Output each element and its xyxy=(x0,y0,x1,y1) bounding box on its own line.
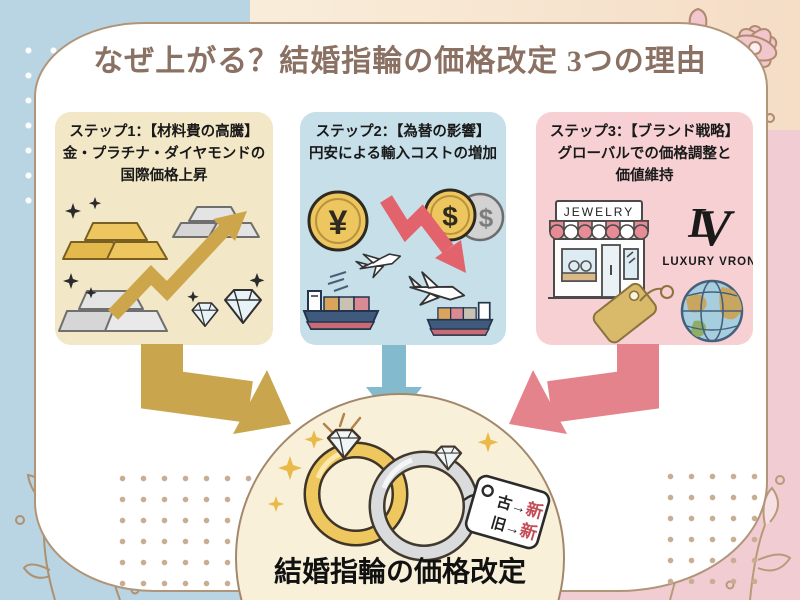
cargo-ship-icon-left xyxy=(302,290,380,330)
step1-heading: ステップ1：【材料費の高騰】 金・プラチナ・ダイヤモンドの 国際価格上昇 xyxy=(62,124,266,184)
luxury-brand-logo: V L LUXURY VROND xyxy=(662,200,753,268)
step2-currency-illustration: ¥ $ $ xyxy=(302,188,505,336)
flow-arrow-step1 xyxy=(141,344,291,434)
price-tag-icon xyxy=(592,282,674,344)
step3-box: ステップ3：【ブランド戦略】 グローバルでの価格調整と 価値維持 JEWELRY xyxy=(536,112,753,345)
sparkle-icons xyxy=(63,197,265,303)
tag-old-label-2: 旧 xyxy=(489,514,508,534)
tag-arrow-1: → xyxy=(509,497,528,517)
shop-sign-text: JEWELRY xyxy=(564,205,634,219)
jewelry-shop-icon: JEWELRY xyxy=(548,200,650,299)
ring-sparkle-icons xyxy=(268,430,499,512)
rising-price-arrow-icon xyxy=(107,211,247,320)
dot-pattern-bottom-right xyxy=(660,466,764,584)
yen-symbol: ¥ xyxy=(329,204,348,242)
gold-bars-icon xyxy=(62,222,168,260)
yen-coin-icon: ¥ xyxy=(307,190,369,252)
conclusion-text: 結婚指輪の価格改定 xyxy=(273,556,526,587)
step3-heading: ステップ3：【ブランド戦略】 グローバルでの価格調整と 価値維持 xyxy=(549,124,740,184)
step2-heading: ステップ2：【為替の影響】 円安による輸入コストの増加 xyxy=(308,124,498,162)
step1-box: ステップ1：【材料費の高騰】 金・プラチナ・ダイヤモンドの 国際価格上昇 xyxy=(55,112,273,345)
monogram-l: L xyxy=(687,201,714,247)
globe-icon xyxy=(680,279,744,343)
airplane-icon-large xyxy=(408,271,466,306)
svg-text:旧→新: 旧→新 xyxy=(489,511,540,543)
flow-arrow-step3 xyxy=(509,344,659,434)
step3-brand-illustration: JEWELRY xyxy=(548,200,753,344)
gold-ring-icon xyxy=(303,428,409,547)
diamond-icons xyxy=(191,289,262,328)
tag-new-label-1: 新 xyxy=(524,499,546,523)
step1-materials-illustration xyxy=(58,197,265,332)
old-to-new-tag: 古→新 旧→新 xyxy=(463,474,551,550)
brand-name-text: LUXURY VROND xyxy=(662,256,753,268)
speed-lines xyxy=(327,271,349,292)
svg-text:古→新: 古→新 xyxy=(495,490,546,522)
cargo-ship-icon-right xyxy=(426,301,494,336)
page-title: なぜ上がる？結婚指輪の価格改定 3つの理由 xyxy=(93,45,707,78)
falling-yen-arrow-icon xyxy=(380,195,466,273)
dollar-symbol-silver: $ xyxy=(479,203,494,233)
tag-new-label-2: 新 xyxy=(518,520,540,544)
burst-lines xyxy=(322,412,362,434)
tag-arrow-2: → xyxy=(503,518,522,538)
monogram-v: V xyxy=(697,200,736,257)
step2-box: ステップ2：【為替の影響】 円安による輸入コストの増加 ¥ $ $ xyxy=(300,112,506,345)
dollar-symbol-gold: $ xyxy=(442,201,458,232)
airplane-icon-small xyxy=(355,253,402,279)
tag-old-label-1: 古 xyxy=(495,492,514,513)
wedding-rings-illustration: 古→新 旧→新 xyxy=(268,412,551,562)
